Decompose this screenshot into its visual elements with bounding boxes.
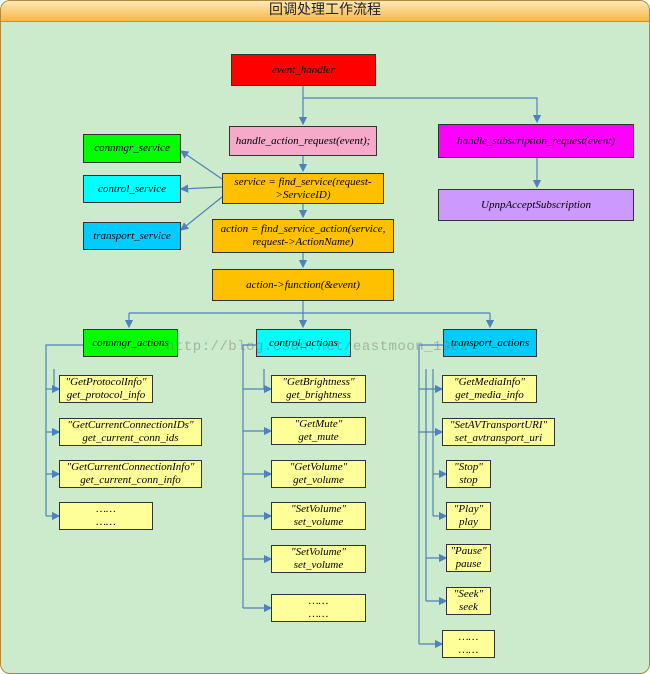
action-item-node: "GetMediaInfo" get_media_info <box>442 375 537 403</box>
handle-action-request-node: handle_action_request(event); <box>229 126 377 156</box>
action-item-node: "Stop" stop <box>446 460 491 488</box>
transport-service-node: transport_service <box>83 222 181 250</box>
action-function-node: action->function(&event) <box>212 269 394 301</box>
connmgr-actions-node: connmgr_actions <box>83 329 178 357</box>
action-item-node: "GetCurrentConnectionInfo" get_current_c… <box>59 460 202 488</box>
watermark-text: http://blog.csdn.net/eastmoon_1982 <box>166 339 469 355</box>
event-handler-node: event_handler <box>231 54 376 86</box>
action-item-node: …… …… <box>271 594 366 622</box>
transport-actions-node: transport_actions <box>443 329 537 357</box>
action-item-node: "GetProtocolInfo" get_protocol_info <box>59 375 153 403</box>
action-item-node: …… …… <box>59 502 153 530</box>
upnp-accept-subscription-node: UpnpAcceptSubscription <box>438 189 634 221</box>
action-item-node: "GetVolume" get_volume <box>271 460 366 488</box>
action-item-node: "GetCurrentConnectionIDs" get_current_co… <box>59 418 202 446</box>
find-service-node: service = find_service(request->ServiceI… <box>222 173 384 204</box>
action-item-node: "Pause" pause <box>446 544 491 572</box>
action-item-node: …… …… <box>442 630 495 658</box>
control-actions-node: control_actions <box>256 329 351 357</box>
action-item-node: "Play" play <box>446 502 491 530</box>
action-item-node: "SetVolume" set_volume <box>271 502 366 530</box>
connmgr-service-node: connmgr_service <box>83 134 181 163</box>
action-item-node: "GetBrightness" get_brightness <box>271 375 366 403</box>
find-service-action-node: action = find_service_action(service, re… <box>212 219 394 253</box>
action-item-node: "SetAVTransportURI" set_avtransport_uri <box>442 418 555 446</box>
diagram-title: 回调处理工作流程 <box>1 1 649 22</box>
action-item-node: "GetMute" get_mute <box>271 417 366 445</box>
action-item-node: "SetVolume" set_volume <box>271 545 366 573</box>
action-item-node: "Seek" seek <box>446 587 491 615</box>
handle-subscription-request-node: handle_subscription_request(event) <box>438 124 634 158</box>
control-service-node: control_service <box>83 175 181 203</box>
